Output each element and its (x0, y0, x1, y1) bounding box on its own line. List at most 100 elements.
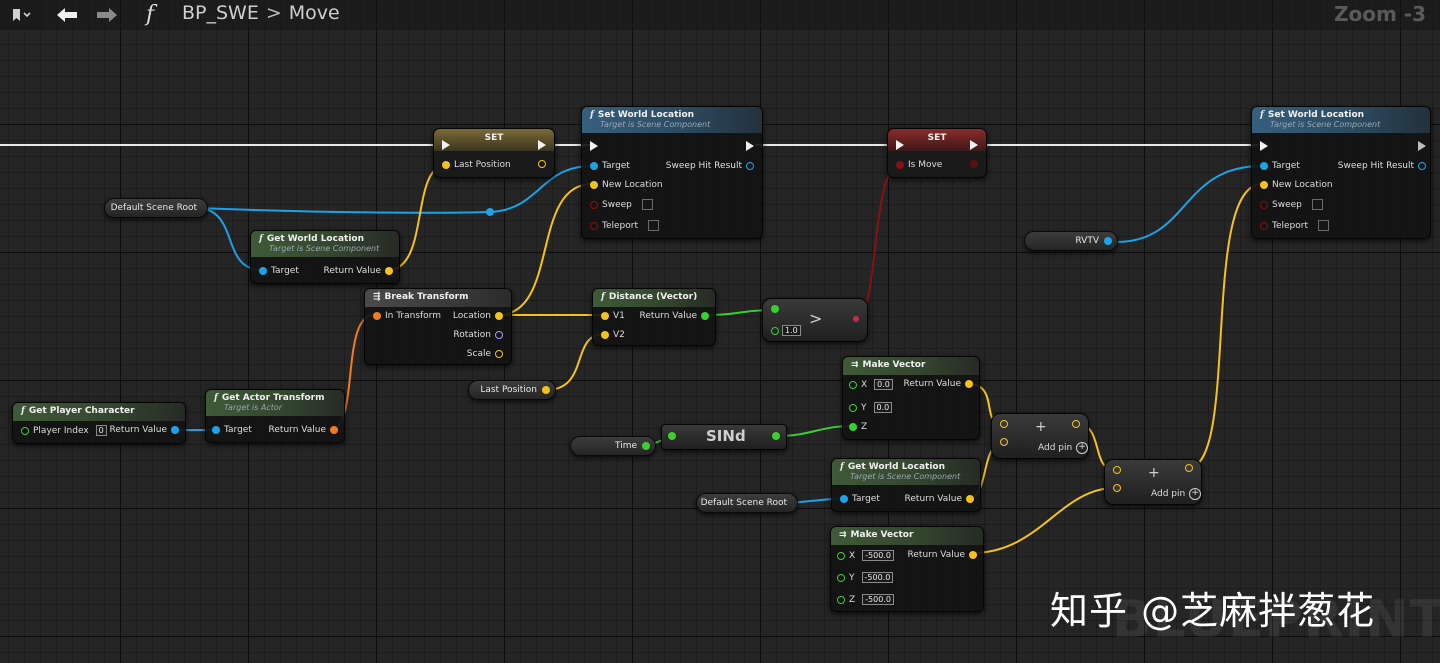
player-index-input[interactable]: 0 (95, 425, 107, 436)
exec-out-pin[interactable] (1418, 141, 1426, 151)
target-pin[interactable]: Target (840, 494, 884, 504)
exec-in-pin[interactable] (896, 140, 904, 150)
target-pin[interactable]: Target (590, 161, 634, 171)
sweep-checkbox[interactable] (1311, 199, 1323, 210)
set-is-move-node[interactable]: SET Is Move (887, 128, 987, 178)
exec-in-pin[interactable] (1260, 141, 1268, 151)
x-value-input[interactable]: -500.0 (862, 550, 894, 561)
x-value-input[interactable]: 0.0 (874, 379, 893, 390)
input-pin[interactable] (668, 432, 676, 440)
b-value-input[interactable]: 1.0 (782, 325, 801, 336)
result-pin[interactable] (1185, 464, 1193, 472)
target-pin[interactable]: Target (212, 425, 256, 435)
result-pin[interactable] (1072, 420, 1080, 428)
breadcrumb-parent[interactable]: BP_SWE (182, 2, 259, 24)
teleport-pin[interactable]: Teleport (590, 220, 659, 231)
z-pin[interactable]: Z-500.0 (837, 594, 894, 605)
back-button[interactable] (54, 0, 80, 30)
sweep-pin[interactable]: Sweep (590, 199, 653, 210)
y-pin[interactable]: Y-500.0 (837, 572, 894, 583)
default-scene-root-variable-2[interactable]: Default Scene Root (696, 493, 798, 513)
return-value-pin[interactable]: Return Value (320, 266, 393, 276)
a-pin[interactable] (771, 305, 779, 313)
output-pin[interactable] (542, 386, 550, 394)
return-value-pin[interactable]: Return Value (901, 494, 974, 504)
exec-out-pin[interactable] (746, 141, 754, 151)
output-pin[interactable] (642, 442, 650, 450)
new-location-pin[interactable]: New Location (1260, 180, 1337, 190)
exec-out-pin[interactable] (970, 140, 978, 150)
is-move-out-pin[interactable] (970, 160, 978, 168)
y-value-input[interactable]: -500.0 (861, 572, 894, 583)
rvtv-variable[interactable]: RVTV (1024, 231, 1118, 251)
sweep-pin[interactable]: Sweep (1260, 199, 1323, 210)
add-vector-node[interactable]: + Add pin+ (991, 413, 1089, 459)
bookmark-button[interactable] (0, 0, 44, 30)
v2-pin[interactable]: V2 (601, 330, 629, 340)
target-pin[interactable]: Target (1260, 161, 1304, 171)
exec-out-pin[interactable] (538, 140, 546, 150)
sind-node[interactable]: SINd (661, 424, 787, 450)
target-pin[interactable]: Target (259, 266, 303, 276)
break-transform-node[interactable]: ⇶Break Transform In Transform Location R… (364, 288, 512, 365)
in-transform-pin[interactable]: In Transform (373, 311, 445, 321)
teleport-pin[interactable]: Teleport (1260, 220, 1329, 231)
output-pin[interactable] (772, 432, 780, 440)
sweep-hit-result-pin[interactable]: Sweep Hit Result (1334, 161, 1426, 171)
last-position-pin[interactable]: Last Position (442, 160, 515, 170)
forward-button[interactable] (94, 0, 120, 30)
last-position-out-pin[interactable] (538, 160, 546, 168)
z-pin[interactable]: Z (849, 422, 871, 432)
plus-circle-icon: + (1189, 488, 1202, 500)
return-value-pin[interactable]: Return Value (904, 550, 977, 560)
sweep-hit-result-pin[interactable]: Sweep Hit Result (662, 161, 754, 171)
a-pin[interactable] (1000, 420, 1008, 428)
a-pin[interactable] (1113, 466, 1121, 474)
add-vector-node-2[interactable]: + Add pin+ (1104, 459, 1202, 505)
default-scene-root-variable[interactable]: Default Scene Root (104, 198, 208, 218)
teleport-checkbox[interactable] (648, 220, 659, 231)
greater-than-node[interactable]: 1.0 > (762, 298, 868, 342)
exec-in-pin[interactable] (590, 141, 598, 151)
b-pin[interactable]: 1.0 (771, 325, 801, 336)
add-pin-label: Add pin (1151, 489, 1186, 499)
output-pin[interactable] (1104, 237, 1112, 245)
result-pin[interactable] (853, 316, 859, 322)
set-last-position-node[interactable]: SET Last Position (433, 128, 555, 178)
last-position-variable[interactable]: Last Position (468, 380, 556, 400)
scale-pin[interactable]: Scale (463, 349, 503, 359)
new-location-pin[interactable]: New Location (590, 180, 667, 190)
time-variable[interactable]: Time (570, 436, 656, 456)
rotation-pin[interactable]: Rotation (449, 330, 503, 340)
return-value-pin[interactable]: Return Value (106, 425, 179, 435)
exec-in-pin[interactable] (442, 140, 450, 150)
b-pin[interactable] (1000, 438, 1008, 446)
z-value-input[interactable]: -500.0 (862, 594, 894, 605)
return-value-pin[interactable]: Return Value (900, 379, 973, 389)
location-pin[interactable]: Location (449, 311, 503, 321)
is-move-pin[interactable]: Is Move (896, 160, 946, 170)
return-value-pin[interactable]: Return Value (265, 425, 338, 435)
teleport-checkbox[interactable] (1318, 220, 1329, 231)
v1-pin[interactable]: V1 (601, 311, 629, 321)
return-value-pin[interactable]: Return Value (636, 311, 709, 321)
sweep-checkbox[interactable] (641, 199, 653, 210)
add-pin-button[interactable]: Add pin+ (1147, 488, 1202, 500)
y-value-input[interactable]: 0.0 (873, 402, 893, 413)
x-pin[interactable]: X-500.0 (837, 550, 894, 561)
b-pin[interactable] (1113, 484, 1121, 492)
add-pin-button[interactable]: Add pin+ (1034, 442, 1089, 454)
make-vector-node-2[interactable]: ⇉Make Vector X-500.0 Return Value Y-500.… (830, 526, 984, 612)
